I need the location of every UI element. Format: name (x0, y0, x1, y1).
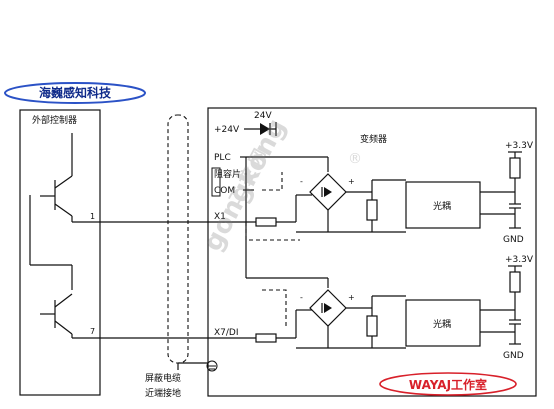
resistor-x7 (255, 333, 277, 343)
bridge-upper (309, 173, 347, 211)
terminal-x7-label: X7/DI (214, 328, 239, 338)
optocoupler-lower-label: 光耦 (433, 318, 451, 330)
studio-name: WAYAJ工作室 (409, 377, 487, 392)
supply-lower-label: +3.3V (505, 255, 534, 265)
optocoupler-upper: 光耦 (405, 181, 481, 229)
watermark-registered: ® (348, 151, 362, 167)
brand-name: 海巍感知科技 (39, 85, 112, 100)
inverter-label: 变频器 (360, 133, 387, 145)
studio-logo: WAYAJ工作室 (379, 372, 517, 396)
opto-lower-minus: - (300, 293, 303, 302)
terminal-plc-label: PLC (214, 153, 231, 163)
optocoupler-lower: 光耦 (405, 299, 481, 347)
diode-24v-icon (260, 123, 270, 135)
transistor-lower (40, 293, 100, 339)
ground-lower-label: GND (503, 351, 524, 361)
terminal-resistor-label: 阻容片 (214, 168, 241, 180)
pin-7-label: 7 (90, 327, 95, 336)
opto-lower-plus: + (348, 293, 355, 302)
source-24v-label: 24V (254, 111, 272, 121)
terminal-x1-label: X1 (214, 212, 226, 222)
transistor-upper (40, 133, 100, 223)
external-controller-label: 外部控制器 (32, 114, 77, 126)
dashed-loop-lower (262, 289, 287, 328)
supply-upper-label: +3.3V (505, 141, 534, 151)
ground-upper-label: GND (503, 235, 524, 245)
external-controller: 外部控制器 1 7 (19, 109, 101, 396)
shielded-cable: 屏蔽电缆 近端接地 (145, 114, 189, 399)
brand-logo: 海巍感知科技 (4, 82, 146, 104)
cable-label-2: 近端接地 (145, 387, 181, 399)
optocoupler-upper-label: 光耦 (433, 200, 451, 212)
opto-upper-minus: - (300, 177, 303, 186)
cable-label-1: 屏蔽电缆 (145, 372, 181, 384)
pin-1-label: 1 (90, 212, 95, 221)
inverter: 变频器 +24V 24V PLC 阻容片 COM X1 (206, 107, 537, 397)
terminal-com-label: COM (214, 186, 235, 196)
resistor-x1 (255, 217, 277, 227)
opto-upper-plus: + (348, 177, 355, 186)
terminal-24v-label: +24V (214, 125, 240, 135)
ground-icon (206, 360, 218, 372)
